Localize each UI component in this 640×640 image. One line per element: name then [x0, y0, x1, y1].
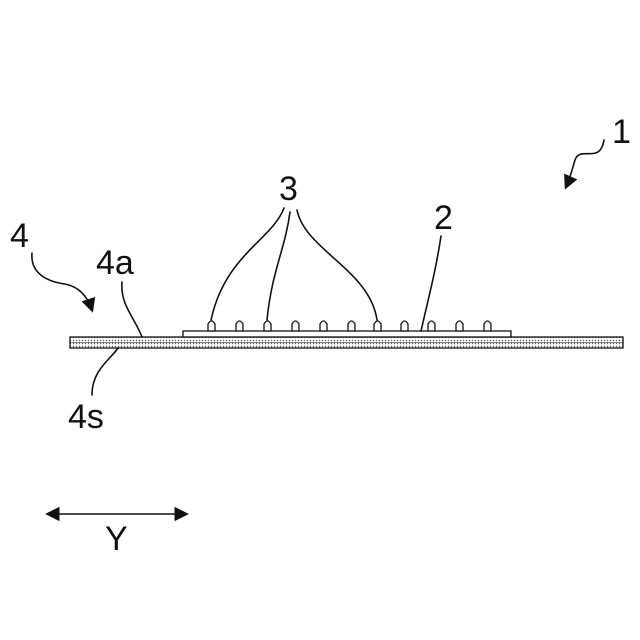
bump: [484, 321, 491, 331]
label-direction: Y: [105, 520, 128, 558]
bump: [236, 321, 243, 331]
bump: [320, 321, 327, 331]
bump: [428, 321, 435, 331]
substrate-back-leader: [92, 348, 118, 395]
bump: [374, 321, 381, 331]
substrate-arrow: [32, 253, 92, 310]
chip-leader: [421, 236, 441, 331]
assembly-arrow: [566, 140, 604, 187]
bumps-leader-1: [211, 208, 284, 320]
bump-row: [208, 321, 491, 331]
label-assembly: 1: [612, 113, 631, 151]
label-bumps: 3: [279, 170, 298, 208]
label-chip: 2: [434, 199, 453, 237]
bump: [456, 321, 463, 331]
bump: [401, 321, 408, 331]
substrate-surface-leader: [122, 282, 142, 337]
bump: [292, 321, 299, 331]
bump: [208, 321, 215, 331]
label-substrate-surface: 4a: [96, 244, 134, 282]
bump: [264, 321, 271, 331]
bumps-leader-3: [297, 210, 377, 320]
bump: [348, 321, 355, 331]
label-substrate: 4: [10, 217, 29, 255]
chip: [183, 331, 511, 337]
label-substrate-back: 4s: [68, 398, 104, 436]
